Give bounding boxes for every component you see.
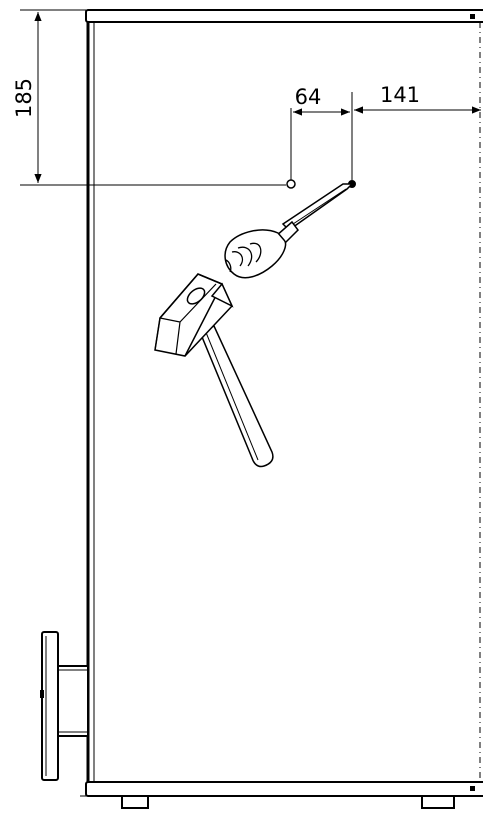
right-foot [421,795,455,809]
hammer-icon [154,273,274,468]
dimension-horizontal [290,92,481,180]
cabinet [40,9,483,809]
screwdriver-icon [224,183,354,279]
side-handle [40,631,89,781]
top-rail-end-mark [470,14,475,19]
hole-point-icon [286,179,296,189]
bottom-rail-end-mark [470,786,475,791]
left-foot [121,795,149,809]
cabinet-top-rail [85,9,483,23]
dimension-vertical [20,9,286,186]
dimension-141-label: 141 [380,83,420,107]
dimension-185-label: 185 [12,78,36,118]
dimension-64-label: 64 [295,85,322,109]
cabinet-bottom-rail [85,781,483,797]
